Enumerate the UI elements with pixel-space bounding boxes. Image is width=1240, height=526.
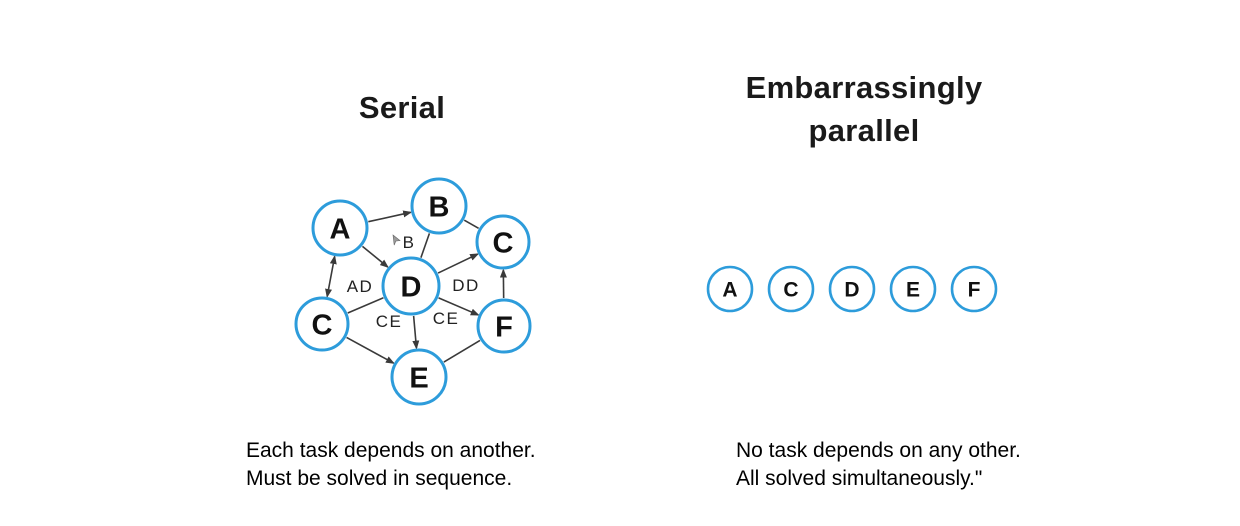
serial-caption-line2: Must be solved in sequence. [246,467,513,490]
parallel-node-label-E: E [906,279,920,302]
graph-node-A [311,199,369,257]
parallel-node-label-A: A [722,279,737,302]
graph-edge-C1-D [347,297,384,314]
edge-label-AD: AD [347,277,374,296]
parallel-node-F [950,265,998,313]
parallel-caption-line2: All solved simultaneously." [736,467,983,490]
graph-edge-C1-E [346,336,395,364]
graph-edge-A-D [361,245,389,268]
graph-edge-D-E [412,315,420,350]
graph-node-label-B: B [429,191,450,223]
edge-label-CE: CE [376,312,403,331]
graph-node-label-C1: C [312,309,333,341]
parallel-node-label-C: C [783,279,798,302]
graph-edge-B-C2 [463,219,479,229]
parallel-node-E [889,265,937,313]
edge-label-DD: DD [452,276,480,295]
parallel-caption-line1: No task depends on any other. [736,439,1021,462]
graph-edge-D-C2 [437,253,480,274]
serial-panel-title: Serial [358,90,446,125]
graph-node-B [410,177,468,235]
parallel-node-label-F: F [968,279,981,302]
graph-node-D [381,256,441,316]
cursor-artifact-icon [392,234,401,246]
parallel-node-A [706,265,754,313]
graph-node-C2 [475,214,531,270]
graph-edge-E-F [443,339,481,363]
graph-node-label-D: D [401,271,422,303]
parallel-node-C [767,265,815,313]
parallel-node-D [828,265,876,313]
edge-label-B: B [403,233,416,252]
graph-node-label-A: A [330,213,351,245]
graph-edge-A-B [368,210,413,223]
parallel-title-line2: parallel [808,113,920,148]
graph-node-label-E: E [409,362,428,394]
serial-caption: Each task depends on another. Must be so… [246,437,536,493]
graph-node-C1 [294,296,350,352]
serial-caption-line1: Each task depends on another. [246,439,536,462]
serial-dependency-graph: B AD DD CE CE A B C D C F E [294,177,532,406]
graph-edge-B-D [420,233,431,258]
graph-node-E [390,348,448,406]
graph-node-label-F: F [495,311,513,343]
edge-label-CE: CE [433,309,460,328]
graph-edge-D-F [438,297,480,316]
graph-node-label-C2: C [493,227,514,259]
graph-node-F [476,298,532,354]
parallel-node-label-D: D [844,279,859,302]
graph-edge-A-C1 [325,255,337,298]
parallel-caption: No task depends on any other. All solved… [736,437,1021,493]
parallel-panel-title: Embarrassingly parallel [664,66,1064,152]
parallel-title-line1: Embarrassingly [745,70,983,105]
